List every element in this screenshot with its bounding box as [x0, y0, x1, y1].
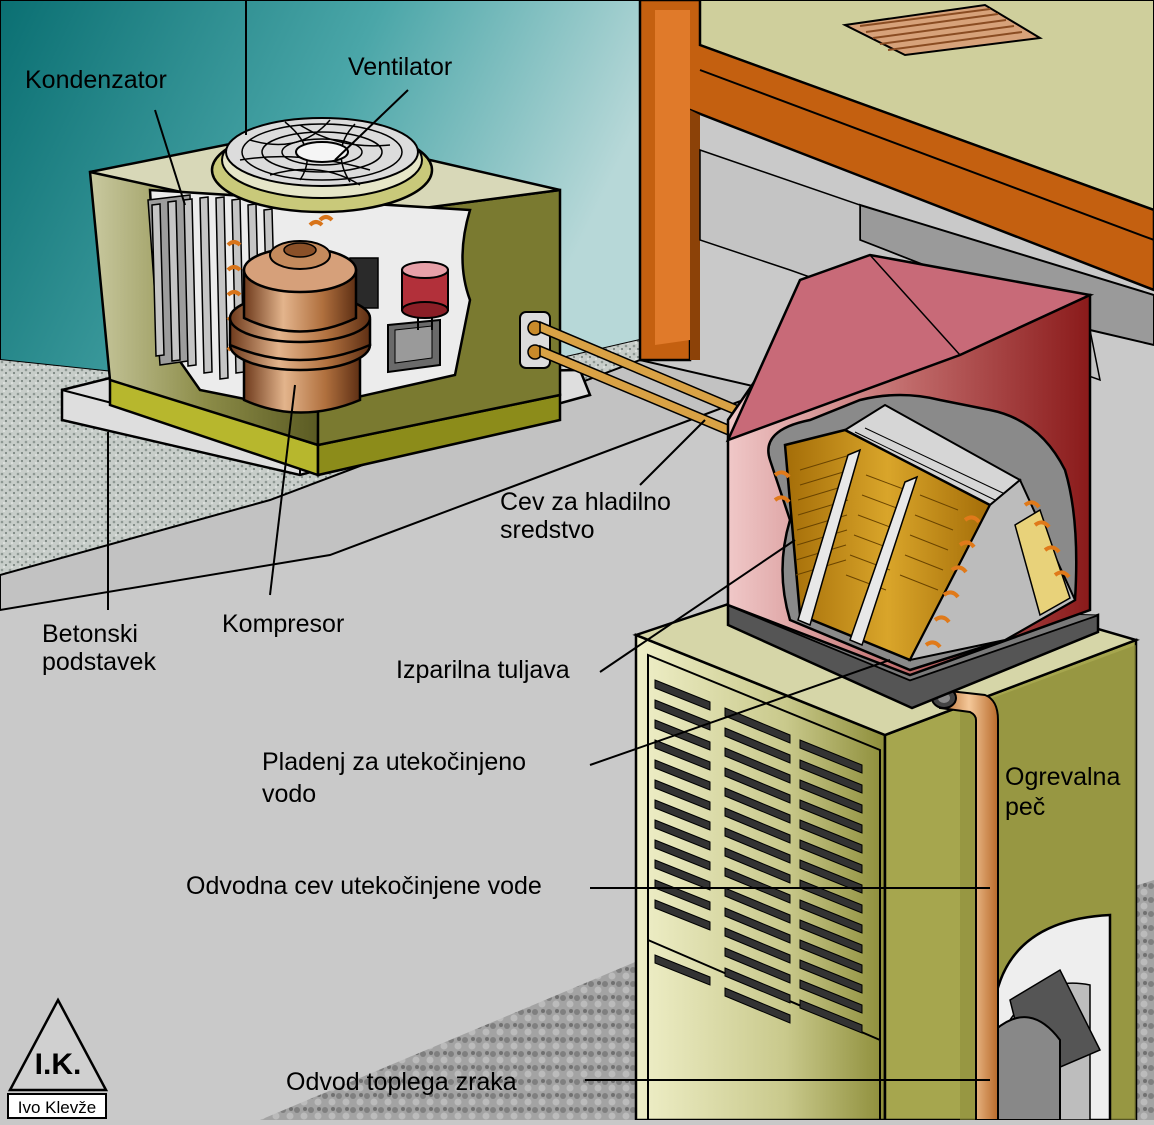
- label-cev-line1: Cev za hladilno: [500, 488, 671, 516]
- label-kondenzator: Kondenzator: [25, 66, 167, 94]
- label-ventilator: Ventilator: [348, 53, 452, 81]
- vertical-post: [690, 110, 700, 360]
- label-ogrevalna-line1: Ogrevalna: [1005, 763, 1120, 791]
- label-cev-line2: sredstvo: [500, 516, 594, 544]
- logo-author: Ivo Klevže: [18, 1098, 96, 1117]
- label-pladenj-line2: vodo: [262, 780, 316, 808]
- joist-highlight: [655, 10, 690, 345]
- label-izparilna: Izparilna tuljava: [396, 656, 570, 684]
- label-ogrevalna-line2: peč: [1005, 793, 1045, 821]
- label-betonski-line1: Betonski: [42, 620, 138, 648]
- label-pladenj-line1: Pladenj za utekočinjeno: [262, 748, 526, 776]
- evaporator-plenum: [728, 255, 1098, 708]
- label-odvodna: Odvodna cev utekočinjene vode: [186, 872, 542, 900]
- service-port: [520, 312, 550, 368]
- label-betonski-line2: podstavek: [42, 648, 156, 676]
- label-kompresor: Kompresor: [222, 610, 344, 638]
- logo-initials: I.K.: [35, 1048, 82, 1081]
- label-odvod: Odvod toplega zraka: [286, 1068, 517, 1096]
- compressor: [230, 241, 370, 413]
